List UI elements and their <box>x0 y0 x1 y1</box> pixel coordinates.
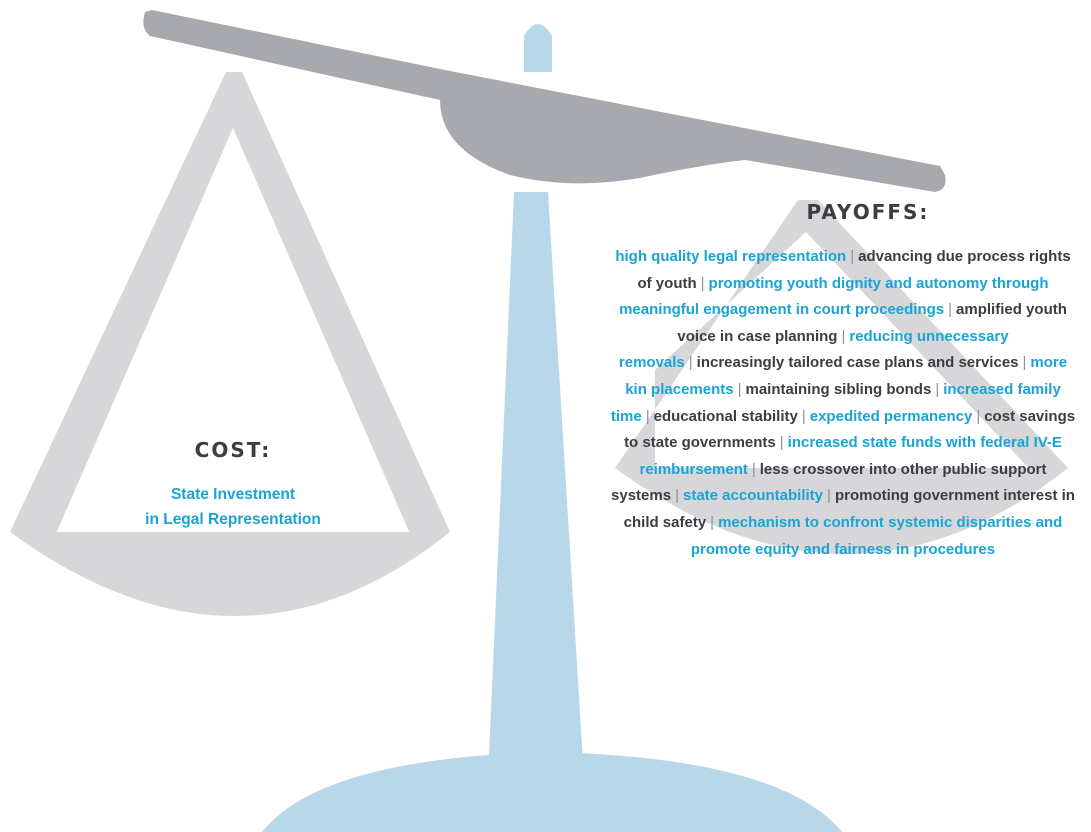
scale-finial <box>524 24 552 72</box>
cost-line: in Legal Representation <box>145 511 321 528</box>
payoff-separator: | <box>710 513 715 531</box>
payoff-separator: | <box>976 407 981 425</box>
payoff-separator: | <box>841 327 846 345</box>
cost-description: State Investment in Legal Representation <box>120 482 346 532</box>
cost-line: State Investment <box>170 486 296 503</box>
scale-base <box>262 752 842 832</box>
payoff-item: mechanism to confront systemic dispariti… <box>690 513 1063 558</box>
payoff-item: promoting government interest in child s… <box>623 487 1075 531</box>
payoff-item: expedited permanency <box>809 407 973 425</box>
payoff-item: promoting youth dignity and autonomy thr… <box>619 274 1049 319</box>
payoff-separator: | <box>801 407 806 425</box>
payoff-separator: | <box>948 301 953 319</box>
payoff-item: reducing unnecessary removals <box>618 327 1009 372</box>
payoffs-heading: PAYOFFS: <box>806 200 930 224</box>
payoff-item: less crossover into other public support… <box>611 460 1047 505</box>
payoff-separator: | <box>850 248 855 265</box>
payoff-item: more kin placements <box>625 354 1068 398</box>
payoff-item: educational stability <box>653 407 798 425</box>
payoff-separator: | <box>688 354 693 372</box>
payoff-separator: | <box>645 407 650 425</box>
scale-column <box>488 192 584 778</box>
payoff-item: state accountability <box>682 487 824 505</box>
payoff-item: amplified youth voice in case planning <box>677 301 1067 345</box>
payoff-separator: | <box>827 487 831 505</box>
payoff-separator: | <box>737 380 742 398</box>
payoff-separator: | <box>675 487 679 505</box>
payoff-separator: | <box>935 380 940 398</box>
payoff-item: increased state funds with federal IV-E … <box>639 434 1062 478</box>
payoff-item: cost savings to state governments <box>624 407 1076 452</box>
payoff-separator: | <box>751 460 756 478</box>
left-pan <box>10 72 450 560</box>
left-pan-bowl <box>10 532 450 616</box>
payoff-item: increasingly tailored case plans and ser… <box>696 354 1019 372</box>
payoff-item: increased family time <box>610 380 1061 425</box>
scale-beam <box>143 10 946 192</box>
payoff-separator: | <box>779 434 784 452</box>
payoff-separator: | <box>700 274 705 292</box>
payoff-item: maintaining sibling bonds <box>745 380 932 398</box>
cost-heading: COST: <box>194 438 272 462</box>
payoff-item: high quality legal representation <box>615 248 847 265</box>
payoffs-list: high quality legal representation|advanc… <box>607 244 1079 563</box>
right-pan <box>615 200 1068 484</box>
payoff-item: advancing due process rights of youth <box>637 248 1071 292</box>
right-pan-bowl <box>615 468 1068 554</box>
payoff-separator: | <box>1022 354 1027 372</box>
